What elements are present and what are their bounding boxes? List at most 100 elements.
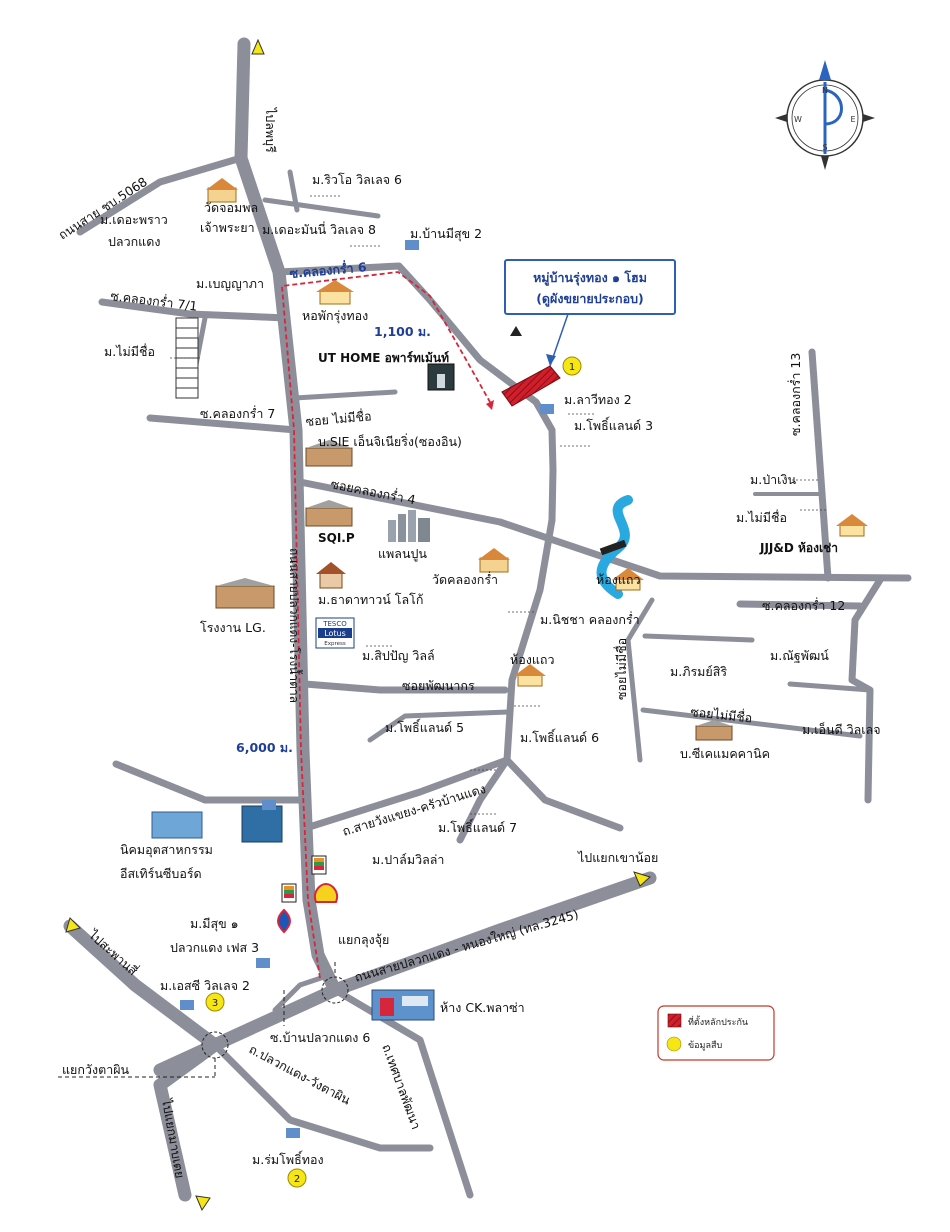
- lane-nd: [787, 681, 873, 693]
- main-road: [234, 37, 342, 997]
- tesco-text: TESCO: [322, 620, 347, 628]
- compass-e: E: [850, 115, 855, 124]
- soi-pluakdaeng-6: [272, 972, 333, 1013]
- house-icon: [612, 568, 644, 591]
- place-noname2: ม.ไม่มีชื่อ: [736, 509, 787, 525]
- place-no-name: ม.ไม่มีชื่อ: [104, 343, 155, 359]
- road-label-main: ถนนสายปลวกแดง-โรงน้ำตาล: [287, 548, 303, 703]
- place-row-house-1: ห้องแถว: [596, 572, 641, 587]
- house-icon: [836, 514, 868, 537]
- distance-long: 6,000 ม.: [236, 740, 293, 755]
- place-money8: ม.เดอะมันนี่ วิลเลจ 8: [262, 221, 376, 237]
- lane-pirom: [642, 633, 755, 643]
- road-south-loop: [456, 516, 556, 844]
- soi-unnamed-ut: [292, 389, 398, 401]
- place-estate-1: นิคมอุตสาหกรรม: [120, 842, 213, 858]
- road-network: [63, 37, 912, 1202]
- road-thetsaban: [331, 986, 474, 1199]
- road-estate: [112, 760, 308, 804]
- road-wang-chao: [302, 756, 624, 832]
- info-marker-2-label: 2: [294, 1174, 300, 1185]
- place-sie: บ.SIE เอ็นจิเนียริ่ง(ซองอิน): [318, 433, 462, 449]
- house-icon: [316, 562, 346, 589]
- distance-short: 1,100 ม.: [374, 324, 431, 339]
- place-row-house-2: ห้องแถว: [510, 652, 555, 667]
- place-sikem: บ.ซีเคแมคคานิค: [680, 746, 770, 761]
- compass-s: S: [822, 143, 827, 152]
- arrow-east-icon: [633, 871, 651, 887]
- road-label-klongkram7: ซ.คลองกร่ำ 7: [200, 405, 275, 421]
- road-label-lungjui: แยกลุงจุ้ย: [338, 932, 389, 948]
- soi-klongkram-4: [296, 478, 912, 582]
- road-label-phatthanakorn: ซอยพัฒนากร: [402, 678, 475, 693]
- seven-eleven-icon: [311, 855, 327, 875]
- apartment-icon: [427, 363, 455, 391]
- place-lavi2: ม.ลาวีทอง 2: [564, 392, 632, 407]
- small-north-marker: [510, 326, 522, 336]
- factory-icon: [305, 500, 353, 527]
- soi-klongkram-7: [146, 414, 300, 434]
- soi-klongkram-12: [848, 576, 884, 804]
- place-coconut-2: ปลวกแดง: [108, 234, 160, 249]
- place-pho7: ม.โพธิ์แลนด์ 7: [438, 818, 517, 835]
- legend-collateral-swatch: [667, 1013, 682, 1028]
- route-arrowhead: [486, 400, 494, 410]
- place-pho5: ม.โพธิ์แลนด์ 5: [385, 718, 464, 735]
- place-pho3: ม.โพธิ์แลนด์ 3: [574, 416, 653, 433]
- ck-plaza-icon: [371, 989, 435, 1021]
- legend-info-label: ข้อมูลสืบ: [688, 1040, 722, 1051]
- place-sqip: SQI.P: [318, 531, 355, 545]
- hwy-5068: [76, 154, 245, 236]
- info-marker-3[interactable]: [205, 992, 225, 1012]
- road-to-maptaphut: [153, 1038, 222, 1202]
- road-label-klongkram6: ซ.คลองกร่ำ 6: [289, 258, 368, 281]
- collateral-parcel[interactable]: [501, 365, 561, 407]
- callout-subtitle: (ดูผังขยายประกอบ): [536, 291, 644, 307]
- info-marker-2[interactable]: [287, 1168, 307, 1188]
- soi-phatthanakorn: [301, 680, 509, 694]
- village-icon: [405, 240, 419, 250]
- express-text: Express: [324, 641, 346, 647]
- road-label-unnamed1: ซอย ไม่มีชื่อ: [305, 407, 372, 429]
- info-marker-3-label: 3: [212, 998, 218, 1009]
- junction-lungjui-circle: [321, 976, 349, 1004]
- arrow-west-icon: [65, 917, 81, 933]
- road-to-sattahip: [63, 919, 222, 1052]
- place-lg: โรงงาน LG.: [200, 620, 266, 635]
- road-label-unnamed-v: ซอยไม่มีชื่อ: [613, 638, 629, 700]
- legend: ที่ตั้งหลักประกัน ข้อมูลสืบ: [657, 1005, 775, 1061]
- place-wat-klong: วัดคลองกร่ำ: [432, 571, 498, 587]
- legend-info-swatch: [666, 1036, 682, 1052]
- place-wat-jom-2: เจ้าพระยา: [200, 220, 255, 235]
- place-ut-home: UT HOME อพาร์ทเม้นท์: [318, 351, 449, 365]
- industrial-estate-icon: [151, 800, 283, 843]
- soi-klongkram-6: [275, 262, 557, 524]
- road-label-5068: ถนนสาย ชบ.5068: [55, 174, 149, 243]
- info-markers: 1 2 3: [205, 356, 582, 1188]
- tesco-lotus-logo: TESCO Lotus Express: [315, 617, 355, 649]
- place-paongern: ม.ป่าเงิน: [750, 472, 797, 487]
- village-icon: [180, 1000, 194, 1010]
- place-cement: แพลนปูน: [378, 546, 427, 562]
- hwy-3245: [153, 871, 657, 1077]
- place-rio6: ม.ริวโอ วิลเลจ 6: [312, 172, 402, 187]
- place-estate-2: อีสเทิร์นซีบอร์ด: [120, 866, 202, 881]
- bridge-icon: [599, 539, 627, 556]
- soi-unnamed-vertical: [625, 597, 655, 763]
- road-label-pluakdaeng6: ซ.บ้านปลวกแดง 6: [270, 1030, 370, 1045]
- place-wat-jom: วัดจอมพล: [204, 200, 258, 215]
- shell-icon: [314, 882, 338, 903]
- callout: หมู่บ้านรุ่งทอง ๑ โฮม (ดูผังขยายประกอบ): [504, 259, 676, 367]
- soi-klongkram-7-1: [98, 298, 291, 322]
- place-nd: ม.เอ็นดี วิลเลจ: [802, 722, 881, 737]
- arrow-north-icon: [251, 38, 265, 55]
- village-icon: [256, 958, 270, 968]
- info-marker-1[interactable]: [562, 356, 582, 376]
- compass-icon: N E S W: [775, 60, 875, 170]
- soi-klongkram-13: [808, 348, 832, 582]
- road-label-klongkram13: ซ.คลองกร่ำ 13: [787, 353, 803, 436]
- soi-unnamed-horizontal: [640, 707, 863, 739]
- place-rompho: ม.ร่มโพธิ์ทอง: [252, 1150, 324, 1167]
- road-label-lopburi: ไปลพบุรี: [262, 107, 278, 153]
- place-baanmeesuk2: ม.บ้านมีสุข 2: [410, 226, 482, 242]
